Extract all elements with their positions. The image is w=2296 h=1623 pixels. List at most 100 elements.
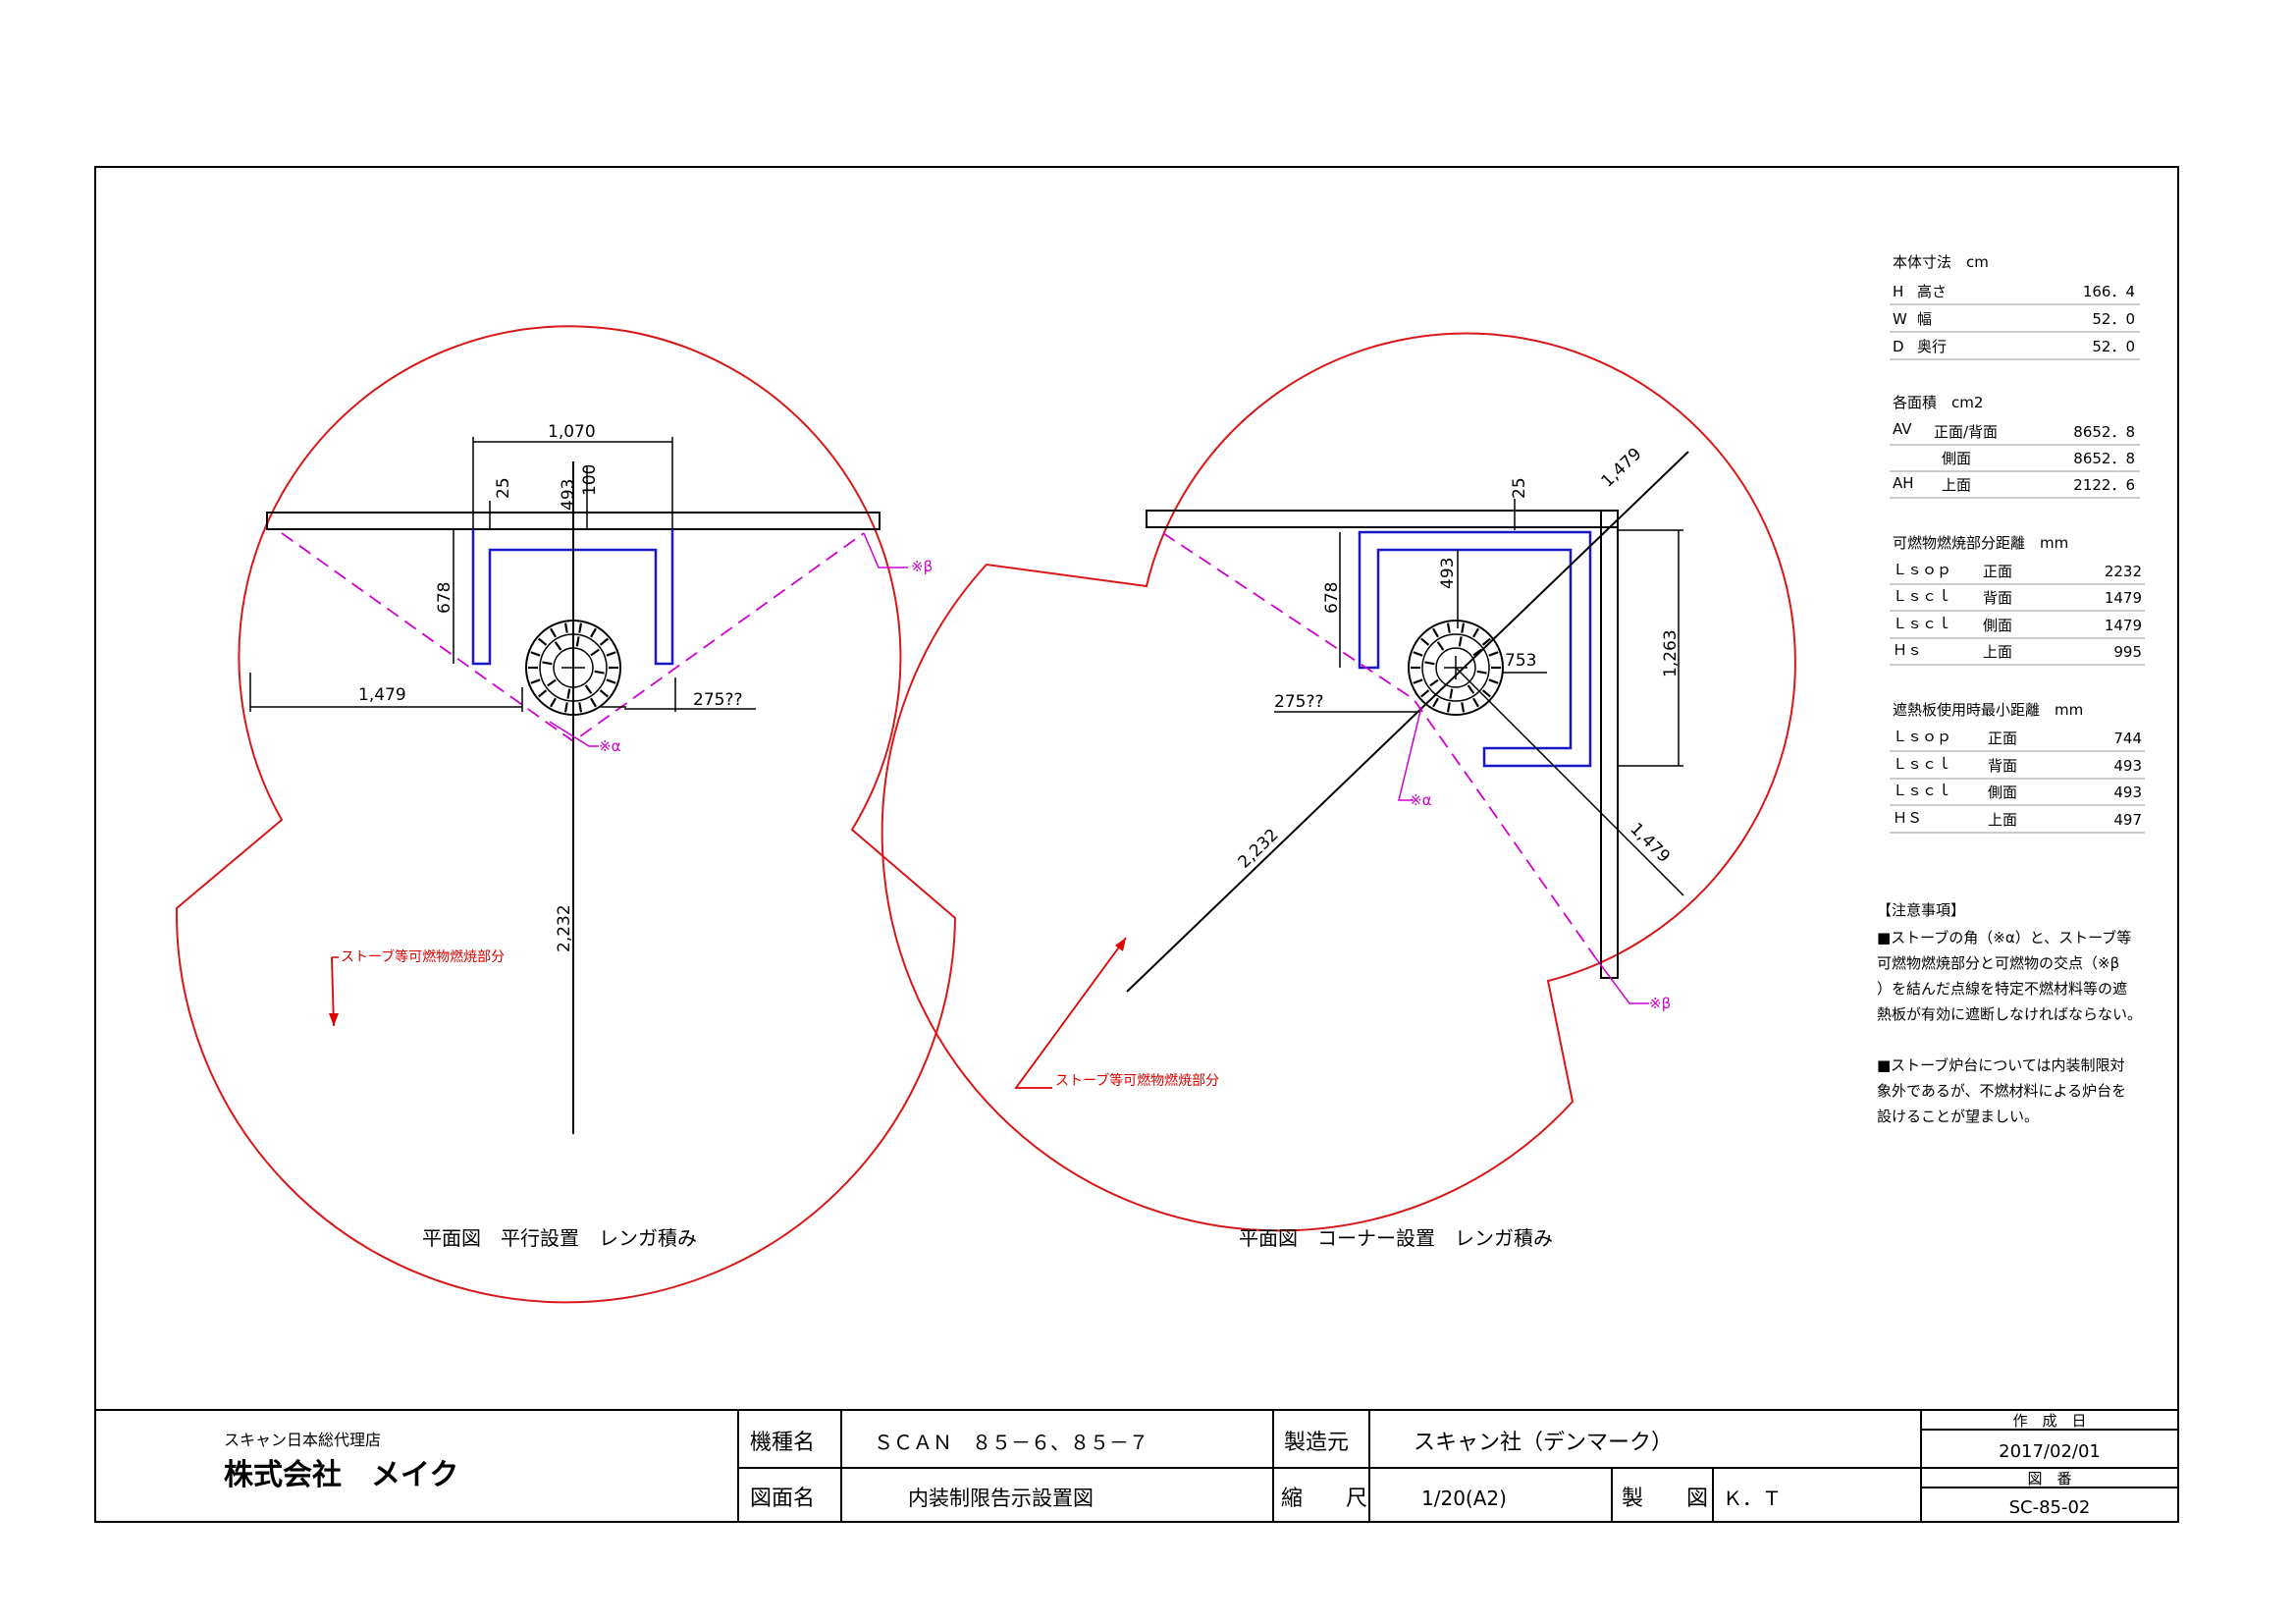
scale-label: 縮 尺 — [1281, 1487, 1367, 1511]
model-value: ＳＣＡＮ ８５－６、８５－７ — [874, 1431, 1148, 1454]
wall-back — [1146, 510, 1619, 528]
company-name: 株式会社 メイク — [224, 1458, 458, 1492]
beta-marker: ※β — [1649, 995, 1671, 1012]
notes: 【注意事項】 ■ストーブの角（※α）と、ストーブ等 可燃物燃焼部分と可燃物の交点… — [1877, 901, 2142, 1125]
svg-text:8652．8: 8652．8 — [2073, 450, 2135, 467]
svg-text:Ｌｓｏｐ: Ｌｓｏｐ — [1893, 561, 1951, 578]
svg-text:熱板が有効に遮断しなければならない。: 熱板が有効に遮断しなければならない。 — [1877, 1005, 2142, 1023]
diagram-corner: 25 493 678 753 1,263 275?? 1,479 1,479 2… — [881, 332, 1796, 1250]
dim-2232: 2,232 — [555, 904, 574, 952]
svg-text:幅: 幅 — [1917, 310, 1932, 328]
svg-text:Ｌｓｃｌ: Ｌｓｃｌ — [1893, 755, 1951, 773]
dim-275: 275?? — [1274, 692, 1324, 712]
wall-side — [1600, 510, 1619, 979]
svg-text:上面: 上面 — [1988, 811, 2017, 829]
title-block: スキャン日本総代理店 株式会社 メイク 機種名 ＳＣＡＮ ８５－６、８５－７ 製… — [95, 1409, 2178, 1522]
svg-text:可燃物燃焼部分と可燃物の交点（※β: 可燃物燃焼部分と可燃物の交点（※β — [1877, 954, 2119, 972]
svg-text:■ストーブの角（※α）と、ストーブ等: ■ストーブの角（※α）と、ストーブ等 — [1877, 929, 2131, 947]
dim-678: 678 — [435, 582, 454, 614]
dim-678: 678 — [1322, 582, 1342, 614]
svg-text:Ｌｓｃｌ: Ｌｓｃｌ — [1893, 615, 1951, 632]
number-value: SC-85-02 — [2009, 1497, 2091, 1518]
svg-text:H: H — [1893, 283, 1903, 300]
scale-value: 1/20(A2) — [1421, 1487, 1507, 1510]
dim-25: 25 — [494, 477, 513, 499]
dim-493: 493 — [559, 479, 578, 511]
svg-text:高さ: 高さ — [1917, 283, 1947, 300]
maker-value: スキャン社（デンマーク） — [1414, 1431, 1673, 1455]
dim-1479: 1,479 — [358, 685, 406, 705]
caption-corner: 平面図 コーナー設置 レンガ積み — [1239, 1226, 1553, 1250]
svg-text:奥行: 奥行 — [1917, 338, 1947, 355]
drawing-value: 内装制限告示設置図 — [908, 1487, 1094, 1510]
alpha-marker: ※α — [1410, 791, 1432, 809]
hearth-outline — [1358, 530, 1592, 768]
svg-text:1479: 1479 — [2105, 589, 2142, 607]
sheet-border — [94, 166, 2179, 1523]
svg-text:Ｌｓｃｌ: Ｌｓｃｌ — [1893, 587, 1951, 605]
caption-parallel: 平面図 平行設置 レンガ積み — [422, 1226, 697, 1250]
number-label: 図 番 — [2027, 1470, 2071, 1488]
svg-text:側面: 側面 — [1988, 784, 2017, 801]
drawing-label: 図面名 — [750, 1487, 815, 1511]
beta-marker: ※β — [911, 558, 933, 575]
notes-title: 【注意事項】 — [1877, 901, 1965, 919]
svg-text:52．0: 52．0 — [2092, 310, 2135, 328]
dim-275: 275?? — [693, 690, 743, 710]
svg-text:）を結んだ点線を特定不燃材料等の遮: ）を結んだ点線を特定不燃材料等の遮 — [1877, 980, 2127, 998]
body-dims-title: 本体寸法 cm — [1893, 253, 1989, 271]
zone-label: ストーブ等可燃物燃焼部分 — [1055, 1072, 1219, 1089]
svg-text:AH: AH — [1893, 474, 1914, 492]
svg-text:正面: 正面 — [1988, 730, 2017, 747]
svg-text:背面: 背面 — [1983, 589, 2012, 607]
svg-text:AV: AV — [1893, 420, 1912, 438]
dim-493: 493 — [1438, 558, 1458, 589]
distance-title: 可燃物燃焼部分距離 mm — [1893, 534, 2068, 552]
svg-text:2122．6: 2122．6 — [2073, 476, 2135, 494]
svg-text:正面: 正面 — [1983, 563, 2012, 580]
svg-text:背面: 背面 — [1988, 757, 2017, 775]
dim-100: 100 — [580, 464, 600, 496]
date-value: 2017/02/01 — [1999, 1441, 2101, 1462]
dim-1263: 1,263 — [1661, 629, 1681, 677]
svg-text:ＨＳ: ＨＳ — [1893, 809, 1922, 827]
svg-text:52．0: 52．0 — [2092, 338, 2135, 355]
svg-text:設けることが望ましい。: 設けることが望ましい。 — [1877, 1108, 2039, 1125]
agency-label: スキャン日本総代理店 — [224, 1431, 381, 1449]
combustion-zone-boundary — [881, 332, 1796, 1232]
svg-text:側面: 側面 — [1983, 617, 2012, 634]
svg-text:Ｌｓｏｐ: Ｌｓｏｐ — [1893, 728, 1951, 745]
svg-text:側面: 側面 — [1942, 450, 1971, 467]
shield-title: 遮熱板使用時最小距離 mm — [1893, 701, 2083, 719]
svg-text:■ストーブ炉台については内装制限対: ■ストーブ炉台については内装制限対 — [1877, 1056, 2125, 1074]
dim-1479-back: 1,479 — [1598, 444, 1646, 491]
svg-text:上面: 上面 — [1942, 476, 1971, 494]
sightline — [1162, 532, 1596, 958]
svg-text:497: 497 — [2113, 811, 2142, 829]
model-label: 機種名 — [750, 1431, 815, 1455]
zone-label: ストーブ等可燃物燃焼部分 — [341, 948, 505, 965]
svg-text:1479: 1479 — [2105, 617, 2142, 634]
svg-text:493: 493 — [2113, 784, 2142, 801]
svg-text:象外であるが、不燃材料による炉台を: 象外であるが、不燃材料による炉台を — [1877, 1082, 2126, 1100]
alpha-marker: ※α — [599, 737, 621, 755]
svg-text:D: D — [1893, 338, 1904, 355]
svg-text:8652．8: 8652．8 — [2073, 423, 2135, 441]
dim-25: 25 — [1510, 477, 1529, 499]
svg-text:995: 995 — [2113, 643, 2142, 661]
svg-text:W: W — [1893, 310, 1907, 328]
diagram-parallel: 1,070 25 493 100 678 1,479 275?? 2,232 ※… — [175, 325, 957, 1304]
svg-text:744: 744 — [2113, 730, 2142, 747]
dim-1479-side: 1,479 — [1626, 819, 1674, 867]
drafter-value: Ｋ．Ｔ — [1723, 1487, 1782, 1510]
svg-text:166．4: 166．4 — [2083, 283, 2135, 300]
drafter-label: 製 図 — [1622, 1487, 1708, 1511]
maker-label: 製造元 — [1284, 1431, 1349, 1455]
svg-text:正面/背面: 正面/背面 — [1934, 423, 1998, 441]
svg-text:2232: 2232 — [2105, 563, 2142, 580]
area-title: 各面積 cm2 — [1893, 394, 1983, 411]
